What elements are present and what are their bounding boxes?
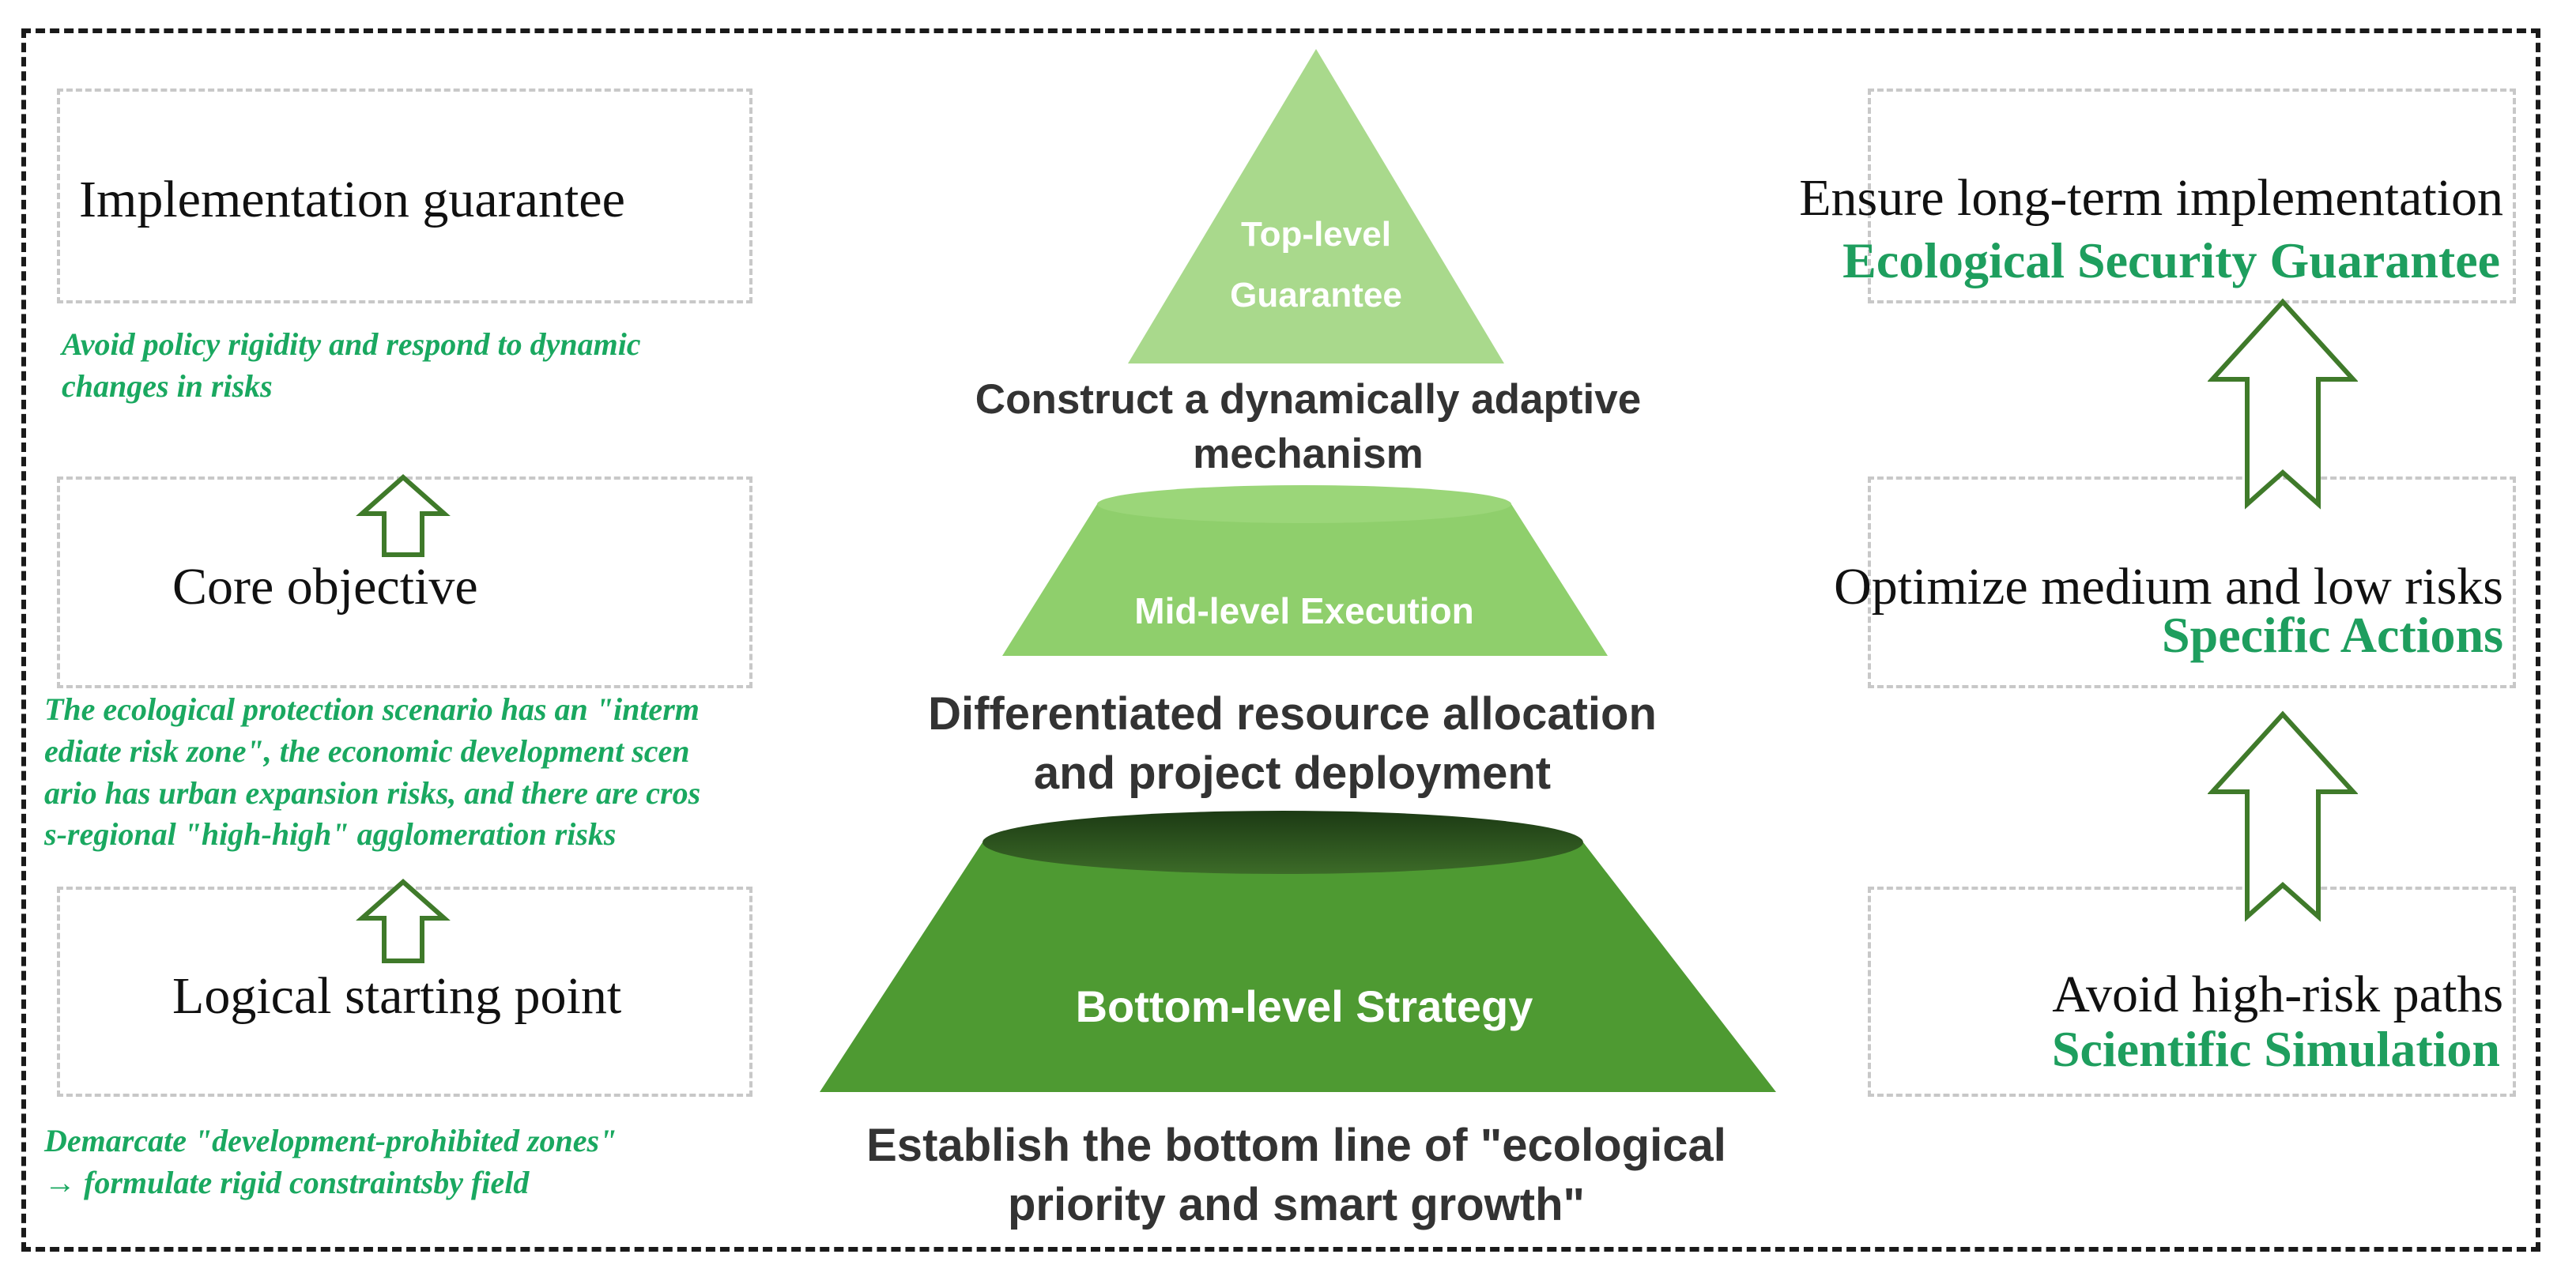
right-top-label: Ensure long-term implementation bbox=[1799, 169, 2503, 227]
left-bottom-label: Logical starting point bbox=[172, 967, 622, 1025]
mid-tier-shape bbox=[1002, 504, 1608, 656]
left-mid-note-line: The ecological protection scenario has a… bbox=[44, 691, 700, 727]
top-tier-caption-line: Construct a dynamically adaptive bbox=[975, 376, 1642, 423]
mid-tier-cap bbox=[1097, 485, 1511, 523]
bottom-tier-cap bbox=[983, 811, 1583, 874]
left-top-box bbox=[57, 89, 752, 303]
right-mid-title: Specific Actions bbox=[2162, 607, 2503, 663]
left-bottom-note-line: Demarcate "development-prohibited zones" bbox=[44, 1123, 617, 1158]
left-top-note-line: Avoid policy rigidity and respond to dyn… bbox=[62, 326, 641, 362]
left-mid-label: Core objective bbox=[172, 558, 478, 616]
top-tier-label-line: Top-level bbox=[1241, 215, 1391, 254]
right-bottom-box bbox=[1868, 887, 2516, 1097]
left-mid-note-line: ediate risk zone", the economic developm… bbox=[44, 733, 690, 769]
left-top-note: Avoid policy rigidity and respond to dyn… bbox=[62, 324, 641, 408]
bottom-tier-label: Bottom-level Strategy bbox=[980, 978, 1628, 1036]
left-bottom-note: Demarcate "development-prohibited zones"… bbox=[44, 1120, 617, 1204]
mid-tier-label: Mid-level Execution bbox=[1028, 588, 1581, 635]
top-tier-shape bbox=[1128, 49, 1504, 363]
mid-tier-caption-line: Differentiated resource allocation bbox=[928, 688, 1657, 740]
top-tier-caption: Construct a dynamically adaptive mechani… bbox=[822, 373, 1794, 482]
left-bottom-note-line: → formulate rigid constraintsby field bbox=[44, 1164, 530, 1200]
outer-dashed-frame bbox=[21, 28, 2540, 1252]
right-lower-arrow-icon bbox=[2208, 710, 2358, 922]
mid-tier-label-line: Mid-level Execution bbox=[1134, 590, 1474, 631]
bottom-tier-caption-line: priority and smart growth" bbox=[1007, 1179, 1585, 1231]
mid-tier-caption: Differentiated resource allocation and p… bbox=[798, 684, 1786, 804]
top-tier-caption-line: mechanism bbox=[1193, 430, 1424, 477]
left-lower-arrow-icon bbox=[356, 878, 451, 963]
left-mid-note-line: ario has urban expansion risks, and ther… bbox=[44, 774, 701, 811]
right-mid-box bbox=[1868, 476, 2516, 688]
top-tier-label-line: Guarantee bbox=[1230, 276, 1402, 315]
left-top-label: Implementation guarantee bbox=[79, 171, 625, 228]
bottom-tier-shape bbox=[820, 842, 1776, 1092]
left-top-note-line: changes in risks bbox=[62, 367, 273, 404]
bottom-tier-label-line: Bottom-level Strategy bbox=[1075, 981, 1533, 1031]
right-upper-arrow-icon bbox=[2208, 298, 2358, 510]
left-upper-arrow-icon bbox=[356, 473, 451, 557]
right-top-title: Ecological Security Guarantee bbox=[1842, 232, 2500, 288]
right-bottom-label: Avoid high-risk paths bbox=[2052, 966, 2503, 1023]
left-mid-note-line: s-regional "high-high" agglomeration ris… bbox=[44, 816, 617, 853]
bottom-tier-caption: Establish the bottom line of "ecological… bbox=[680, 1116, 1913, 1235]
bottom-tier-caption-line: Establish the bottom line of "ecological bbox=[866, 1120, 1726, 1171]
right-bottom-title: Scientific Simulation bbox=[2051, 1021, 2500, 1077]
right-mid-label: Optimize medium and low risks bbox=[1834, 558, 2503, 616]
top-tier-label: Top-level Guarantee bbox=[1170, 212, 1462, 318]
left-mid-note: The ecological protection scenario has a… bbox=[44, 689, 700, 856]
right-top-box bbox=[1868, 89, 2516, 303]
mid-tier-caption-line: and project deployment bbox=[1033, 748, 1552, 800]
